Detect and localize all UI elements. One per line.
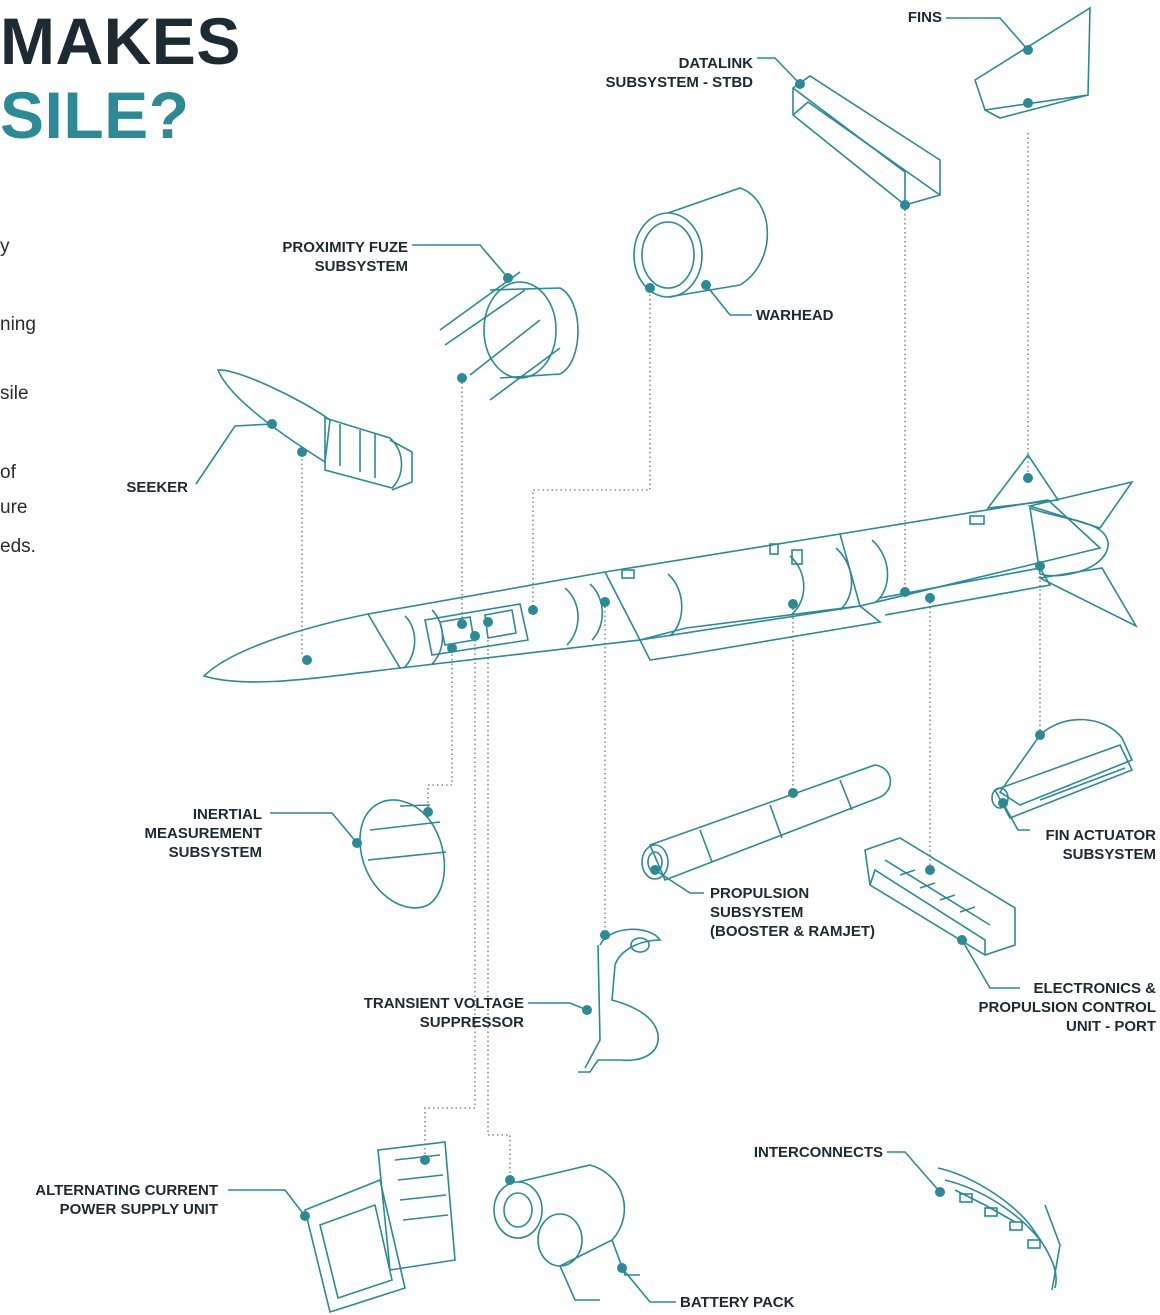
intro-fragment: ure — [0, 497, 28, 518]
datalink-part — [757, 57, 941, 210]
ac-power-part — [228, 1141, 456, 1314]
label-ac-power: ALTERNATING CURRENT POWER SUPPLY UNIT — [35, 1182, 218, 1218]
intro-fragment: y — [0, 236, 10, 257]
missile-dots — [302, 473, 1045, 665]
label-battery-pack: BATTERY PACK — [680, 1294, 795, 1311]
interconnects-part — [887, 1151, 1061, 1291]
dotted-connectors — [301, 133, 1041, 1180]
label-seeker: SEEKER — [126, 479, 188, 496]
label-proximity-fuze: PROXIMITY FUZE SUBSYSTEM — [282, 239, 408, 275]
intro-fragment: sile — [0, 383, 29, 404]
label-fin-actuator: FIN ACTUATOR SUBSYSTEM — [1045, 827, 1156, 863]
seeker-part — [195, 369, 413, 491]
label-inertial-measurement: INERTIAL MEASUREMENT SUBSYSTEM — [144, 806, 262, 861]
label-electronics: ELECTRONICS & PROPULSION CONTROL UNIT - … — [978, 980, 1156, 1035]
fin-actuator-part — [991, 718, 1134, 831]
missile-body — [202, 453, 1139, 683]
intro-fragment: eds. — [0, 536, 36, 557]
label-fins: FINS — [907, 9, 942, 26]
intro-fragment: of — [0, 462, 16, 483]
label-warhead: WARHEAD — [756, 307, 834, 324]
intro-paragraph: y ning sile of ure eds. — [0, 0, 70, 600]
inertial-part — [270, 799, 447, 909]
label-datalink: DATALINK SUBSYSTEM - STBD — [605, 55, 753, 91]
warhead-part — [633, 187, 769, 316]
electronics-part — [864, 837, 1020, 989]
intro-fragment: ning — [0, 314, 36, 335]
fins-part — [946, 6, 1091, 119]
label-transient-voltage: TRANSIENT VOLTAGE SUPPRESSOR — [363, 995, 524, 1031]
battery-part — [493, 1164, 676, 1303]
label-interconnects: INTERCONNECTS — [753, 1144, 883, 1161]
propulsion-part — [641, 764, 892, 894]
proximity-fuze-part — [412, 244, 579, 401]
page-title-line-1: MAKES — [0, 4, 241, 78]
transient-part — [528, 928, 662, 1073]
page-title-line-2: SILE? — [0, 78, 190, 152]
label-propulsion: PROPULSION SUBSYSTEM (BOOSTER & RAMJET) — [710, 885, 875, 940]
